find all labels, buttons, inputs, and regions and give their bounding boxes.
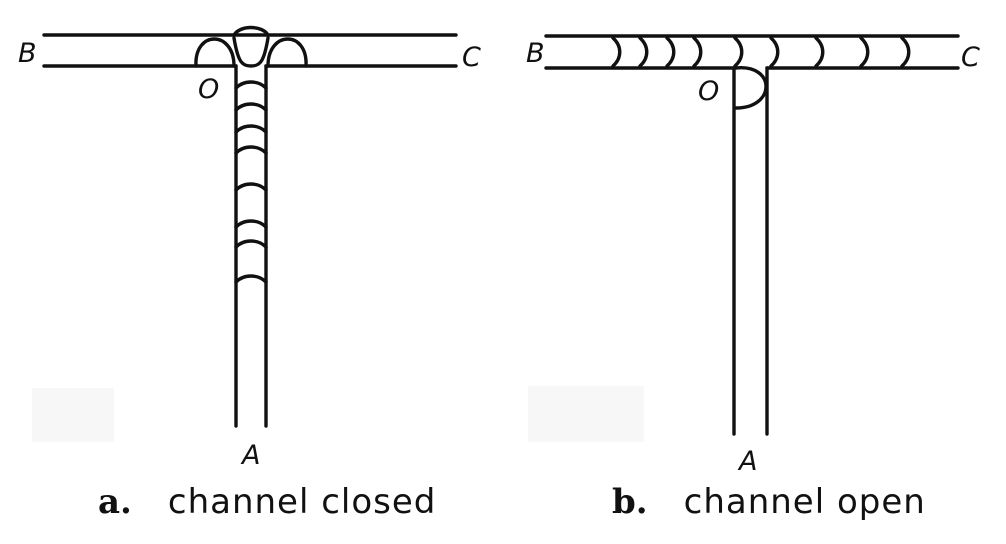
panel-b-horizontal-front	[900, 36, 911, 68]
panel-a-wave-right-arc	[266, 37, 308, 68]
panel-a-label-c: C	[462, 42, 481, 73]
panel-a-down-front	[234, 124, 268, 134]
panel-b-horizontal-front	[638, 36, 649, 68]
panel-a-down-front	[234, 145, 268, 155]
panel-b-horizontal-front	[733, 36, 744, 68]
panel-a-down-front	[234, 102, 268, 112]
panel-b-horizontal-front	[769, 36, 780, 68]
panel-b-horizontal-front	[692, 36, 703, 68]
panel-a-label-b: B	[18, 38, 37, 69]
panel-a-junction-inner	[232, 36, 270, 68]
panel-a-wave-left-arc	[194, 37, 236, 68]
panel-a-label-o: O	[198, 74, 219, 105]
panel-b-junction-bulge	[734, 66, 768, 110]
scan-smudge-right	[528, 386, 644, 442]
panel-b-label-a: A	[737, 446, 757, 477]
panel-a-label-a: A	[240, 440, 260, 471]
panel-b-horizontal-front	[814, 36, 825, 68]
panel-a-caption-letter: a.	[98, 482, 132, 522]
panel-b-label-c: C	[961, 42, 980, 73]
panel-b-horizontal-front	[859, 36, 870, 68]
panel-b-caption-text: channel open	[683, 482, 926, 522]
panel-a-down-front	[234, 239, 268, 249]
panel-b-caption-letter: b.	[612, 482, 648, 522]
panel-a-down-front	[234, 219, 268, 229]
panel-a-down-front	[234, 274, 268, 284]
panel-b-caption: b. channel open	[612, 482, 926, 522]
panel-b-label-o: O	[698, 76, 719, 107]
panel-b-horizontal-front	[665, 36, 676, 68]
panel-a-junction-bulge	[232, 25, 270, 37]
panel-a-caption-text: channel closed	[167, 482, 437, 522]
panel-b-horizontal-front	[611, 36, 622, 68]
panel-b-diagram: B C O A	[526, 34, 980, 477]
panel-a-down-front	[234, 182, 268, 192]
panel-a-down-front	[234, 80, 268, 90]
panel-b-label-b: B	[526, 38, 545, 69]
panel-a-diagram: B C O A	[18, 25, 481, 471]
panel-a-caption: a. channel closed	[98, 482, 436, 522]
scan-smudge-left	[32, 388, 114, 442]
